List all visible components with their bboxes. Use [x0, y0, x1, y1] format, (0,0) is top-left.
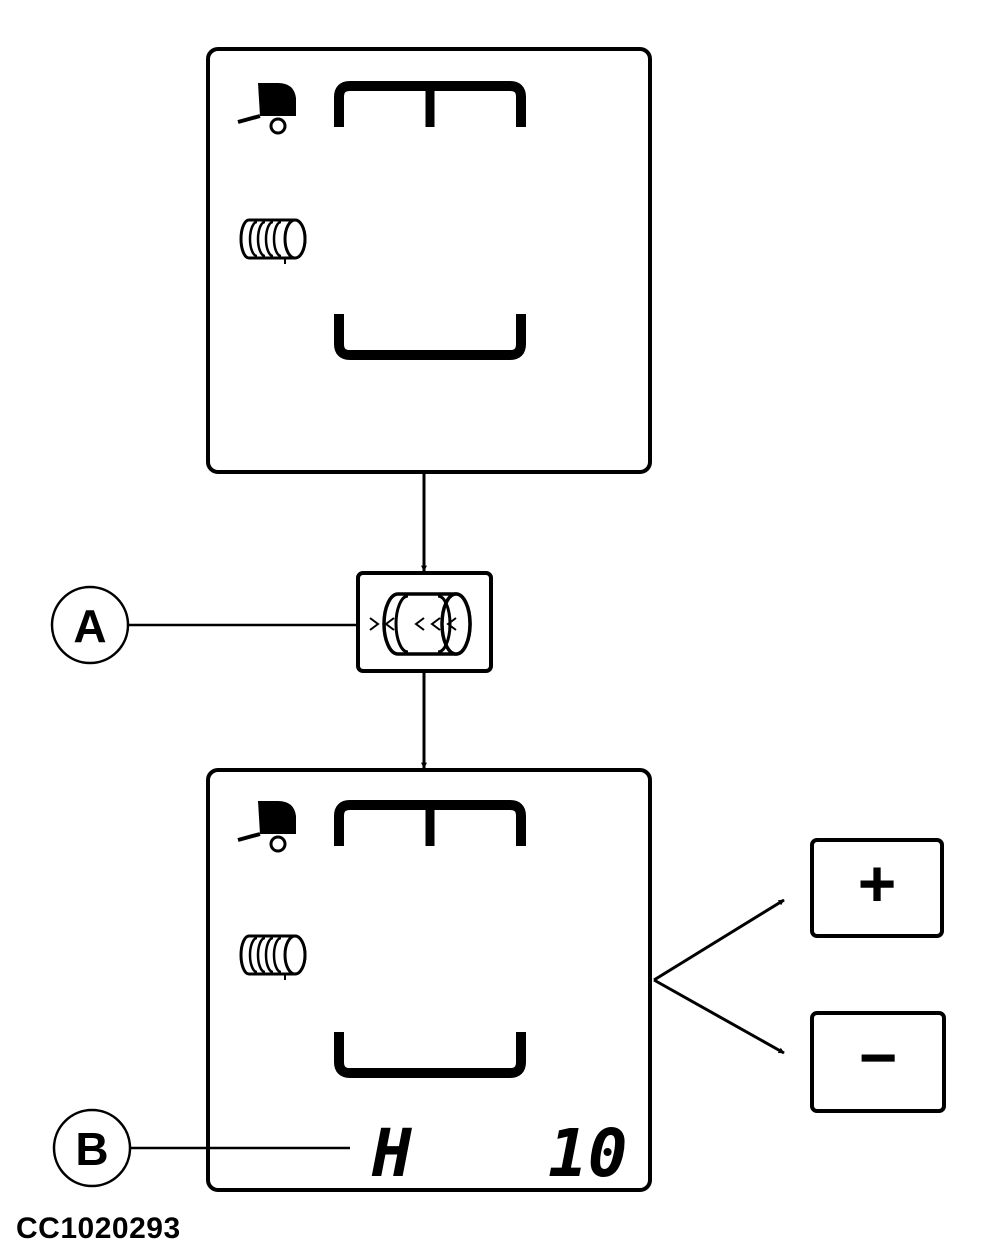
callout-a: A	[50, 585, 358, 665]
arrow-to-plus	[653, 898, 785, 982]
readout-right: 10	[548, 1115, 627, 1192]
baler-icon	[237, 83, 296, 135]
callout-b-label: B	[75, 1123, 108, 1175]
bale-wrap-icon	[369, 592, 472, 656]
baler-icon	[237, 801, 296, 853]
lower-display: H 10	[206, 768, 652, 1192]
bale-icon	[239, 934, 307, 980]
callout-a-label: A	[73, 600, 106, 652]
plus-button[interactable]: +	[810, 838, 944, 938]
bale-size-indicator	[334, 81, 526, 360]
wrap-indicator	[356, 571, 493, 673]
minus-button-label: −	[859, 1020, 898, 1094]
readout-left: H	[371, 1115, 412, 1192]
callout-b: B	[52, 1108, 350, 1188]
minus-button[interactable]: −	[810, 1011, 946, 1113]
plus-button-label: +	[858, 846, 897, 920]
upper-display	[206, 47, 652, 474]
arrow-to-minus	[653, 978, 785, 1055]
bale-icon	[239, 218, 307, 264]
bale-size-indicator	[334, 800, 526, 1078]
lcd-readout: H 10	[371, 1115, 627, 1192]
figure-code: CC1020293	[16, 1212, 181, 1245]
